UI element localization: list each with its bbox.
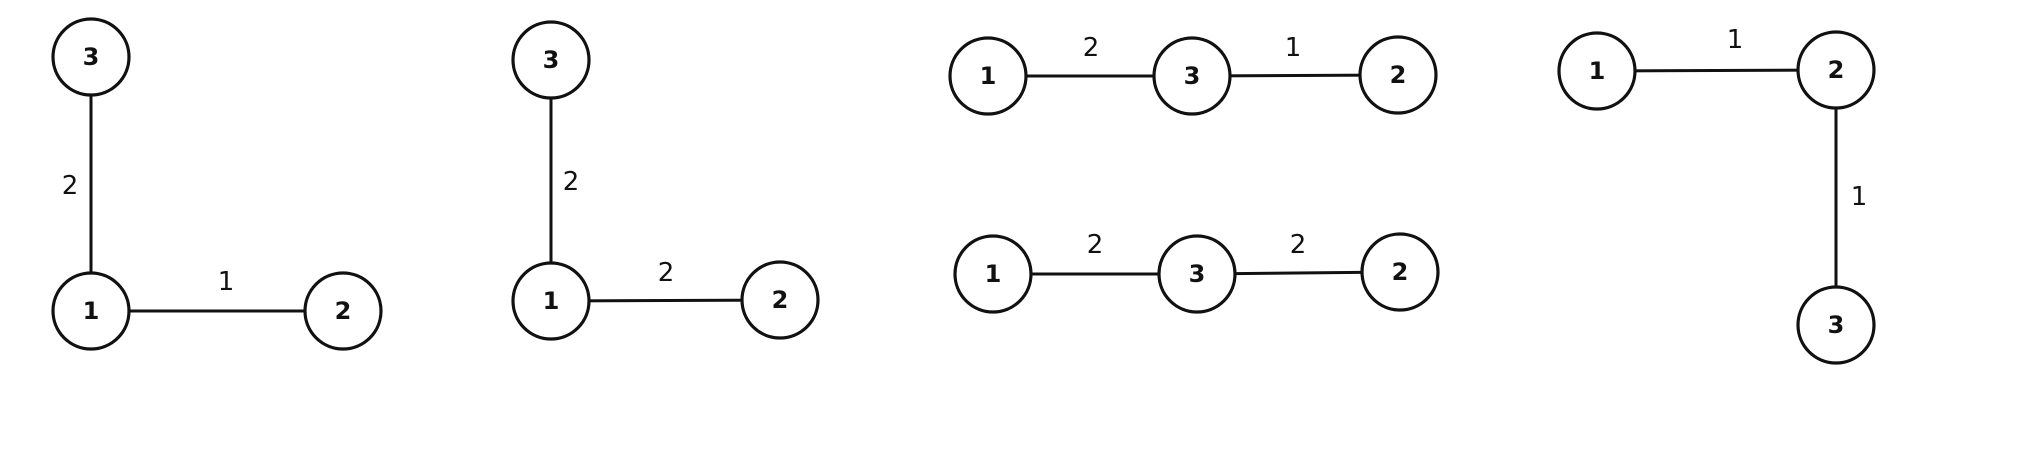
- node-label: 1: [1589, 57, 1606, 85]
- graph4-node-2: 2: [1360, 232, 1440, 312]
- nodes-layer: 3 1 2 3 1 2 1 3 2 1 3 2 1 2 3: [51, 17, 1876, 365]
- graph4-edge-1-weight: 2: [1087, 230, 1104, 260]
- graph3-edge-2-weight: 1: [1285, 33, 1302, 63]
- node-circle: [740, 260, 820, 340]
- node-circle: [51, 271, 131, 351]
- graph1-node-2: 2: [303, 271, 383, 351]
- node-circle: [1360, 232, 1440, 312]
- graph3-node-1: 1: [948, 36, 1028, 116]
- node-circle: [953, 234, 1033, 314]
- graph2-node-2: 2: [740, 260, 820, 340]
- graph5-edge-1: [1596, 68, 1837, 73]
- node-label: 2: [772, 286, 789, 314]
- graph4-node-1: 1: [953, 234, 1033, 314]
- node-label: 1: [985, 260, 1002, 288]
- graph4-edge-2-weight: 2: [1290, 230, 1307, 260]
- graph3-edge-1-weight: 2: [1083, 33, 1100, 63]
- graph1-node-3: 3: [51, 17, 131, 97]
- node-circle: [511, 261, 591, 341]
- node-label: 3: [1828, 311, 1845, 339]
- node-circle: [948, 36, 1028, 116]
- node-label: 2: [335, 297, 352, 325]
- node-circle: [1157, 234, 1237, 314]
- graph4-node-3: 3: [1157, 234, 1237, 314]
- graph5-node-3: 3: [1796, 285, 1876, 365]
- node-circle: [303, 271, 383, 351]
- node-circle: [51, 17, 131, 97]
- node-label: 2: [1392, 258, 1409, 286]
- graph1-edge-2-weight: 1: [218, 267, 235, 297]
- node-circle: [1796, 285, 1876, 365]
- node-label: 1: [980, 62, 997, 90]
- node-label: 3: [543, 46, 560, 74]
- graph5-edge-2-weight: 1: [1851, 182, 1868, 212]
- graph2-edge-1-weight: 2: [563, 167, 580, 197]
- node-label: 1: [543, 287, 560, 315]
- node-circle: [1796, 30, 1876, 110]
- node-label: 3: [83, 43, 100, 71]
- graph3-node-2: 2: [1358, 35, 1438, 115]
- graph5-edge-1-weight: 1: [1727, 25, 1744, 55]
- node-circle: [511, 20, 591, 100]
- graph1-edge-1-weight: 2: [62, 171, 79, 201]
- node-label: 3: [1184, 62, 1201, 90]
- graph1-node-1: 1: [51, 271, 131, 351]
- node-circle: [1358, 35, 1438, 115]
- node-circle: [1152, 36, 1232, 116]
- node-label: 2: [1828, 56, 1845, 84]
- graph5-node-1: 1: [1557, 31, 1637, 111]
- graph2-edge-2-weight: 2: [658, 258, 675, 288]
- graph3-node-3: 3: [1152, 36, 1232, 116]
- graph5-node-2: 2: [1796, 30, 1876, 110]
- node-label: 2: [1390, 61, 1407, 89]
- node-label: 3: [1189, 260, 1206, 288]
- node-circle: [1557, 31, 1637, 111]
- graph2-node-3: 3: [511, 20, 591, 100]
- graph2-node-1: 1: [511, 261, 591, 341]
- node-label: 1: [83, 297, 100, 325]
